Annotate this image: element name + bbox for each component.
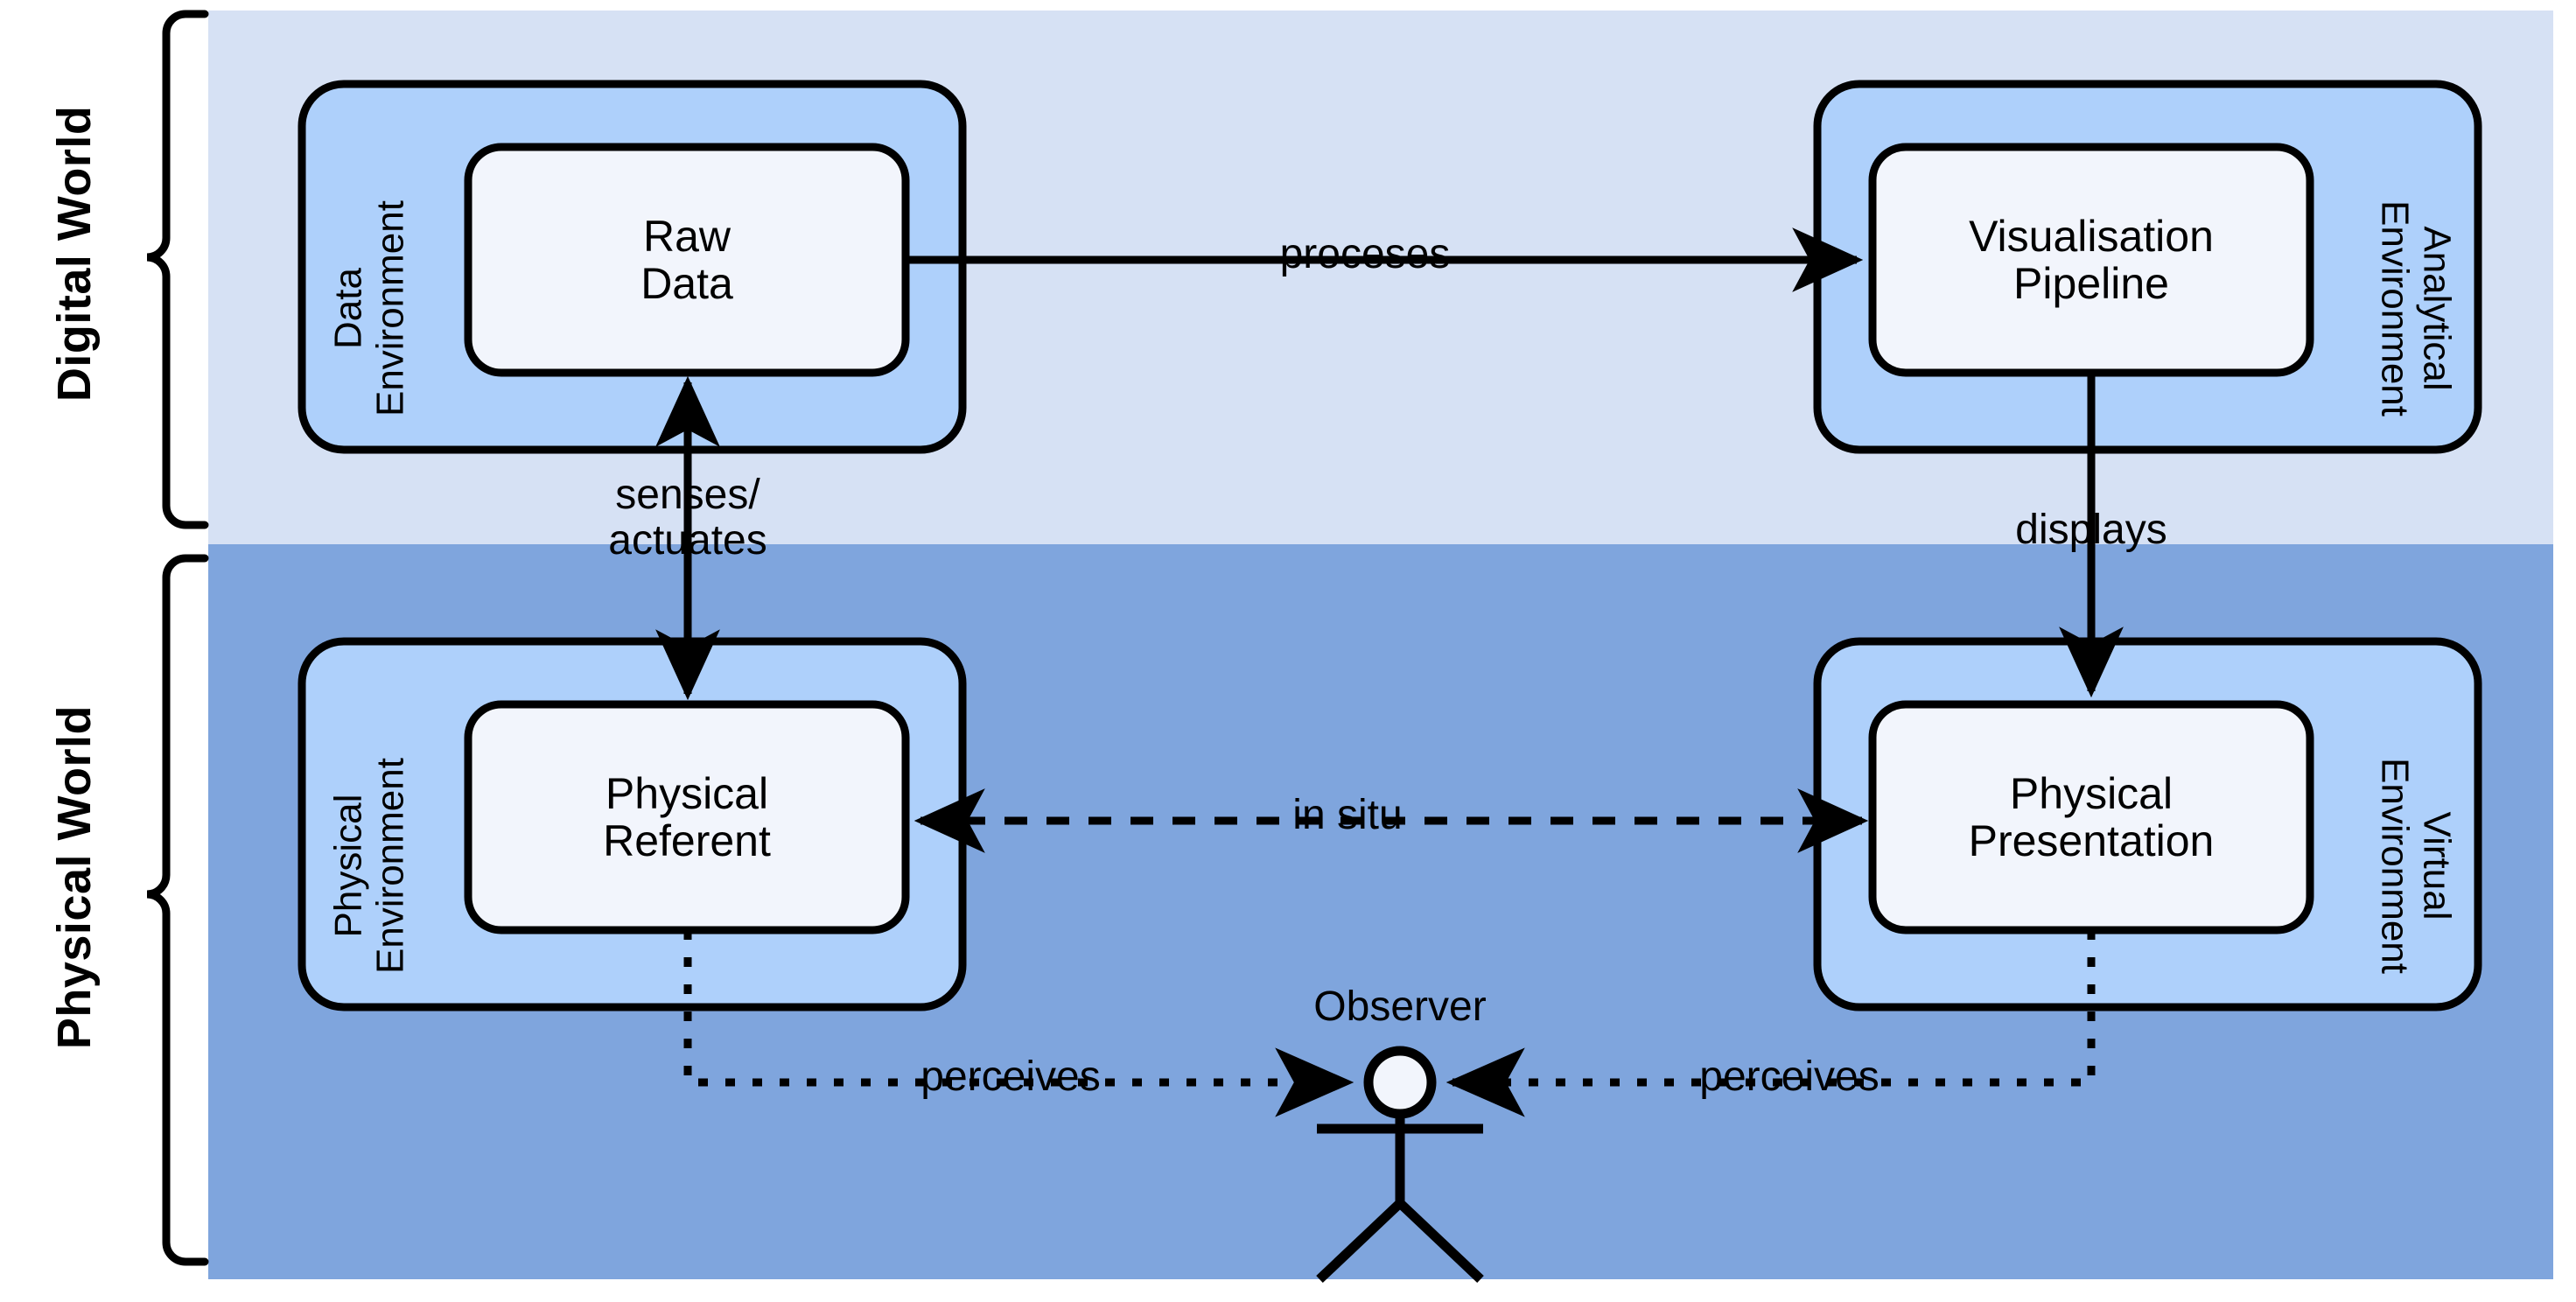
world-label-digital: Digital World: [47, 105, 101, 402]
edge-label-senses-actuates: senses/actuates: [608, 472, 767, 564]
edge-label-in-situ: in situ: [1292, 792, 1403, 838]
world-label-physical: Physical World: [47, 705, 101, 1050]
observer-label: Observer: [1313, 984, 1487, 1030]
edge-label-displays: displays: [2015, 507, 2167, 553]
digital-world-brace: [146, 10, 209, 529]
observer-leg-right: [1396, 1200, 1484, 1283]
edge-label-perceives-left: perceives: [920, 1054, 1101, 1100]
physical-world-brace: [146, 554, 209, 1266]
edge-perceives-right: [1446, 930, 2096, 1117]
world-braces: [146, 10, 209, 1266]
observer-figure: [1316, 1046, 1484, 1283]
edge-label-processes: proceses: [1279, 231, 1451, 277]
edge-label-perceives-right: perceives: [1699, 1054, 1880, 1100]
observer-head: [1363, 1046, 1437, 1119]
node-boxes: [464, 143, 2314, 934]
observer-leg-left: [1316, 1200, 1404, 1283]
